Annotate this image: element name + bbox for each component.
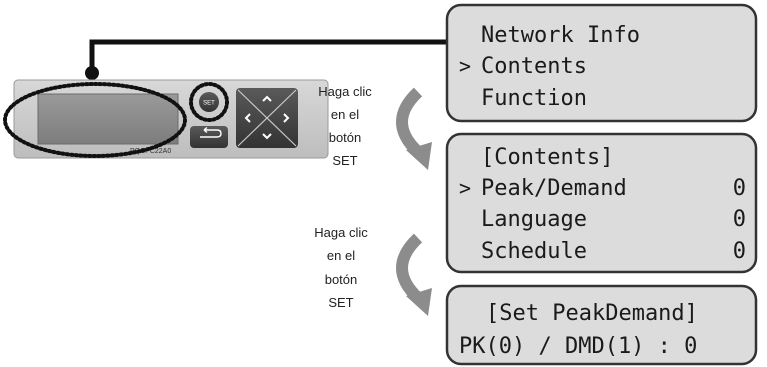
row-label-peak-demand: Peak/Demand xyxy=(481,176,627,201)
curved-arrow-icon xyxy=(396,87,432,170)
row-value-schedule: 0 xyxy=(733,239,746,264)
left-arrow-icon xyxy=(244,113,251,123)
lcd-highlight xyxy=(3,82,187,158)
svg-text:en el: en el xyxy=(331,107,359,122)
contents-title: [Contents] xyxy=(481,145,613,170)
row-value-peak-demand: 0 xyxy=(733,176,746,201)
device-lcd xyxy=(37,93,179,145)
menu-item-contents: Contents xyxy=(481,54,587,79)
row-value-language: 0 xyxy=(733,207,746,232)
svg-text:botón: botón xyxy=(329,130,362,145)
svg-text:SET: SET xyxy=(328,295,353,310)
svg-text:SET: SET xyxy=(203,101,215,107)
device-model-label: PQCPC22A0 xyxy=(130,148,171,155)
controller-device: PQCPC22A0 SET xyxy=(13,79,329,159)
curved-arrow-icon xyxy=(396,233,432,316)
connector-line xyxy=(89,39,450,73)
menu-item-network-info: Network Info xyxy=(481,23,640,48)
down-arrow-icon xyxy=(262,133,272,140)
svg-text:Haga clic: Haga clic xyxy=(318,84,372,99)
set-peak-demand-title: [Set PeakDemand] xyxy=(486,301,698,326)
menu-cursor: > xyxy=(459,54,471,78)
connector-dot xyxy=(85,66,99,80)
set-button[interactable]: SET xyxy=(199,92,219,112)
back-button[interactable] xyxy=(190,126,228,148)
svg-text:en el: en el xyxy=(327,248,355,263)
row-label-schedule: Schedule xyxy=(481,239,587,264)
screen-contents: [Contents] > Peak/Demand 0 Language 0 Sc… xyxy=(445,132,758,274)
screen-set-peak-demand: [Set PeakDemand] PK(0) / DMD(1) : 0 xyxy=(445,284,758,366)
svg-text:botón: botón xyxy=(325,272,358,287)
step2-caption: Haga clic en el botón SET xyxy=(314,225,368,310)
set-button-highlight xyxy=(189,82,229,122)
menu-item-function: Function xyxy=(481,86,587,111)
up-arrow-icon xyxy=(262,95,272,102)
right-arrow-icon xyxy=(283,113,290,123)
svg-text:Haga clic: Haga clic xyxy=(314,225,368,240)
contents-cursor: > xyxy=(459,176,471,200)
row-label-language: Language xyxy=(481,207,587,232)
screen-main-menu: Network Info > Contents Function xyxy=(445,3,758,123)
set-peak-demand-value-line: PK(0) / DMD(1) : 0 xyxy=(459,334,697,359)
return-icon xyxy=(200,126,222,138)
direction-pad[interactable] xyxy=(236,88,298,148)
svg-text:SET: SET xyxy=(332,153,357,168)
step1-caption: Haga clic en el botón SET xyxy=(318,84,372,168)
